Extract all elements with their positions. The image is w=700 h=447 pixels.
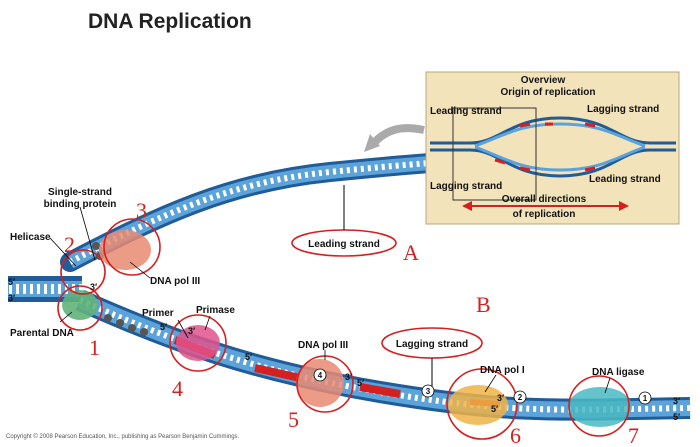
okazaki-number-4: 4 (318, 371, 323, 380)
inset-origin: Origin of replication (500, 87, 595, 98)
helicase-label: Helicase (10, 232, 51, 243)
ssb-label-line1: Single-strand (48, 187, 112, 198)
okazaki-fragment-markers[interactable] (313, 368, 652, 405)
dna-pol-i-label: DNA pol I (480, 365, 525, 376)
annotation-circles (57, 218, 630, 440)
overview-inset (425, 71, 680, 225)
end-5prime-primer: 5′ (160, 322, 167, 332)
end-5prime-parental: 5′ (8, 277, 15, 287)
dna-ligase-label: DNA ligase (592, 367, 645, 378)
end-3prime-primase: 3′ (188, 326, 195, 336)
primer-label: Primer (142, 308, 174, 319)
inset-directions-1: Overall directions (502, 194, 587, 205)
end-3prime-top: 3′ (90, 282, 97, 292)
annotation-1: 1 (89, 335, 100, 360)
primase-protein (176, 325, 220, 361)
dna-pol-iii-bottom-label: DNA pol III (298, 340, 348, 351)
end-3prime-right: 3′ (673, 396, 680, 406)
inset-leading-top: Leading strand (430, 106, 502, 117)
end-3prime-parental: 3′ (8, 293, 15, 303)
inset-lagging-top: Lagging strand (587, 104, 659, 115)
end-5prime-poli: 5′ (491, 404, 498, 414)
dna-pol-i (448, 385, 508, 425)
ssb-label-line2: binding protein (44, 199, 117, 210)
end-3prime-poli: 3′ (497, 393, 504, 403)
okazaki-number-1: 1 (643, 394, 648, 403)
leading-strand-label: Leading strand (308, 239, 380, 250)
inset-leading-bottom: Leading strand (589, 174, 661, 185)
annotation-2: 2 (64, 232, 75, 257)
annotation-7: 7 (628, 423, 639, 447)
end-5prime-frag: 5′ (245, 352, 252, 362)
annotation-5: 5 (288, 407, 299, 432)
inset-overview: Overview (521, 75, 566, 86)
okazaki-number-2: 2 (518, 393, 523, 402)
end-5prime-right: 5′ (673, 412, 680, 422)
annotation-b: B (476, 292, 491, 317)
annotation-a: A (403, 240, 419, 265)
annotation-3: 3 (136, 198, 147, 223)
inset-lagging-bottom: Lagging strand (430, 181, 502, 192)
inset-directions-2: of replication (513, 209, 576, 220)
okazaki-number-3: 3 (426, 387, 431, 396)
dna-pol-iii-top-label: DNA pol III (150, 276, 200, 287)
lagging-strand-label: Lagging strand (396, 339, 468, 350)
parental-dna-label: Parental DNA (10, 328, 74, 339)
primase-label: Primase (196, 305, 235, 316)
dna-ligase (568, 387, 632, 427)
end-3prime-pol: 3′ (345, 372, 352, 382)
end-5prime-pol: 5′ (357, 378, 364, 388)
dna-pol-iii-top (99, 230, 151, 270)
annotation-4: 4 (172, 376, 183, 401)
dna-pol-iii-bottom (296, 359, 344, 407)
page-title: DNA Replication (88, 10, 252, 33)
annotation-6: 6 (510, 423, 521, 447)
copyright: Copyright © 2008 Pearson Education, Inc.… (6, 434, 240, 440)
